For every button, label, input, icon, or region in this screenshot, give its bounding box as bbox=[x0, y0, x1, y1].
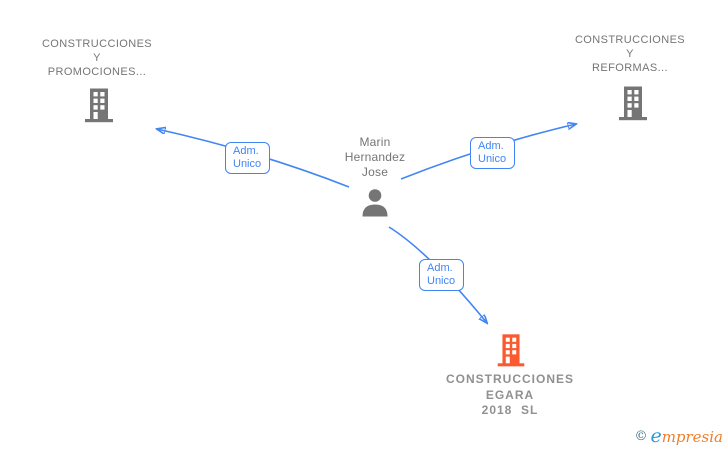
building-icon bbox=[85, 88, 113, 123]
building-icon bbox=[619, 86, 647, 121]
logo-letter-e: e bbox=[650, 425, 662, 447]
company-name: CONSTRUCCIONES EGARA 2018 SL bbox=[445, 372, 574, 417]
logo-text: mpresia bbox=[661, 428, 723, 446]
edge-label-adm-unico-bottom: Adm. Unico bbox=[419, 259, 464, 291]
person-icon bbox=[362, 189, 388, 217]
edge-label-line: Adm. bbox=[427, 262, 453, 274]
edge-label-line: Unico bbox=[233, 158, 262, 170]
edge-label-adm-unico-right: Adm. Unico bbox=[470, 137, 515, 169]
building-icon bbox=[497, 334, 525, 367]
company-name: CONSTRUCCIONES Y PROMOCIONES... bbox=[41, 38, 153, 78]
company-name: CONSTRUCCIONES Y REFORMAS... bbox=[574, 34, 686, 74]
edge-label-adm-unico-left: Adm. Unico bbox=[225, 142, 270, 174]
edge-label-line: Adm. bbox=[233, 145, 259, 157]
person-name: Marin Hernandez Jose bbox=[344, 135, 406, 179]
edge-label-line: Adm. bbox=[478, 140, 504, 152]
edge-label-line: Unico bbox=[478, 153, 507, 165]
copyright-icon: © bbox=[634, 429, 648, 444]
edge-label-line: Unico bbox=[427, 275, 456, 287]
empresia-logo[interactable]: ©empresia bbox=[634, 425, 723, 447]
